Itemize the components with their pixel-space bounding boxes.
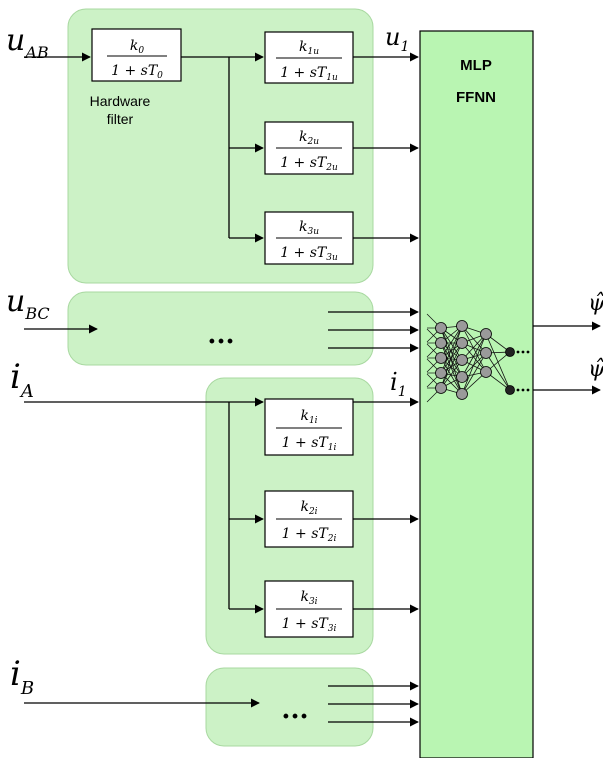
svg-text:1 + sT3i: 1 + sT3i [282, 616, 337, 634]
nn-neuron [480, 366, 492, 378]
nn-connection [440, 325, 463, 374]
nn-neuron [456, 337, 468, 349]
filter-k2i: k2i 1 + sT2i [264, 490, 354, 548]
nn-connection [461, 352, 487, 395]
nn-connection [440, 327, 463, 361]
mlp-ffnn-block [419, 30, 534, 758]
nn-output-dot [516, 350, 520, 354]
nn-neuron [435, 382, 447, 394]
signal-psi-hat-2: ψ̂ [588, 357, 603, 382]
signal-i-a: iA [10, 357, 34, 402]
hardware-filter-label-2: filter [107, 111, 134, 127]
svg-text:k2i: k2i [300, 499, 317, 517]
svg-text:1 + sT2u: 1 + sT2u [280, 155, 338, 173]
mlp-title-line2: FFNN [456, 89, 496, 106]
mlp-title-line1: MLP [460, 57, 492, 74]
svg-text:k3u: k3u [299, 219, 319, 237]
nn-neuron [456, 371, 468, 383]
nn-connection [461, 333, 487, 395]
nn-output-dot [526, 350, 530, 354]
nn-output-dot [516, 388, 520, 392]
nn-connection [461, 325, 487, 354]
nn-neuron [435, 337, 447, 349]
filter-k3u: k3u 1 + sT3u [264, 211, 354, 265]
svg-text:k1i: k1i [300, 408, 317, 426]
nn-neuron [480, 328, 492, 340]
hw-numerator: k0 [130, 38, 144, 56]
signal-psi-hat-1: ψ̂ [588, 291, 603, 316]
hardware-filter-label-1: Hardware [90, 93, 151, 109]
signal-i-b: iB [10, 654, 34, 699]
nn-neuron [435, 367, 447, 379]
hardware-filter-block: k0 1 + sT0 [91, 28, 182, 82]
ellipsis-bc: ... [207, 320, 234, 350]
nn-neuron [456, 354, 468, 366]
nn-connection [440, 327, 463, 378]
nn-connection [440, 357, 463, 395]
nn-output-dot [526, 388, 530, 392]
svg-text:k3i: k3i [300, 589, 317, 607]
nn-neuron [505, 385, 515, 395]
svg-text:k2u: k2u [299, 129, 319, 147]
nn-connection [440, 342, 463, 378]
nn-neuron [456, 388, 468, 400]
nn-neuron [435, 322, 447, 334]
nn-connection [461, 333, 487, 378]
filter-k1u: k1u 1 + sT1u [264, 31, 354, 84]
nn-connection [485, 352, 511, 391]
filter-k2u: k2u 1 + sT2u [264, 121, 354, 175]
filter-k1i: k1i 1 + sT1i [264, 398, 354, 456]
nn-neuron [435, 352, 447, 364]
svg-text:1 + sT1u: 1 + sT1u [280, 65, 338, 83]
nn-connection [440, 342, 463, 389]
svg-text:1 + sT2i: 1 + sT2i [282, 526, 337, 544]
signal-i1: i1 [390, 368, 407, 400]
neural-network-icon [426, 313, 530, 403]
nn-neuron [456, 320, 468, 332]
nn-neuron [505, 347, 515, 357]
nn-connection [440, 325, 463, 359]
signal-u-ab: uAB [6, 23, 49, 62]
svg-text:1 + sT3u: 1 + sT3u [280, 245, 338, 263]
filter-k3i: k3i 1 + sT3i [264, 580, 354, 638]
nn-output-dot [521, 388, 525, 392]
nn-connection [461, 342, 487, 373]
signal-u1: u1 [385, 23, 409, 55]
nn-connection [461, 325, 487, 373]
nn-output-dot [521, 350, 525, 354]
nn-connection [440, 342, 463, 395]
nn-neuron [480, 347, 492, 359]
ellipsis-b: ... [281, 695, 308, 725]
svg-text:1 + sT1i: 1 + sT1i [282, 435, 337, 453]
ib-filter-panel [205, 667, 374, 747]
hw-denominator: 1 + sT0 [111, 63, 163, 81]
svg-text:k1u: k1u [299, 39, 319, 57]
signal-u-bc: uBC [6, 284, 50, 323]
